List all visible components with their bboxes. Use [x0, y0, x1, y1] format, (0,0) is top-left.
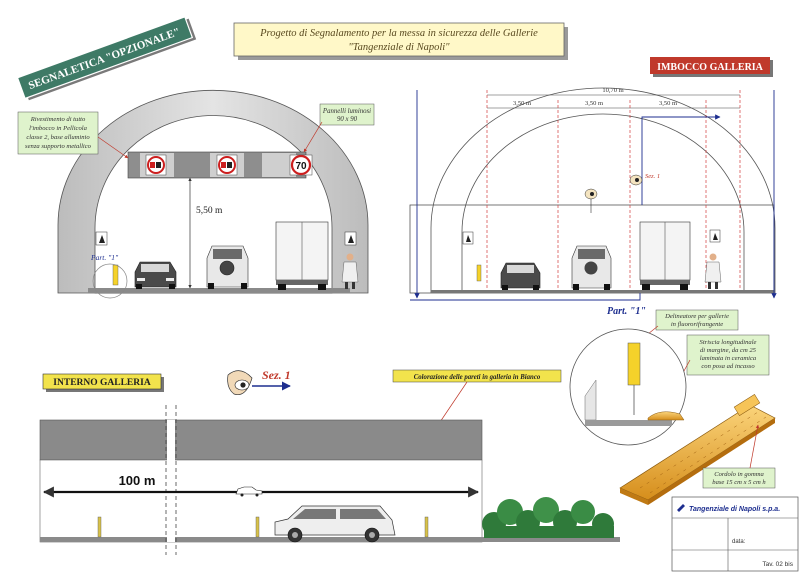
lane-1-label: 3,50 m — [513, 100, 531, 107]
curb-note-box: Cordolo in gomma base 15 cm x 5 cm h — [702, 467, 776, 489]
delineator-note-line-2: in fluororifrangente — [671, 321, 723, 328]
bottom-sez-label: Sez. 1 — [262, 368, 291, 382]
right-worker-figure — [704, 253, 722, 289]
lining-leader — [97, 136, 129, 159]
vegetation — [482, 497, 614, 538]
eye-symbol-2 — [629, 174, 643, 186]
wall-note-text: Colorazione delle pareti in galleria in … — [414, 374, 541, 381]
bottom-eye-symbol — [227, 370, 291, 395]
right-part-label: Part. "1" — [607, 306, 646, 317]
sheet-number: Tav. 02 bis — [762, 561, 793, 568]
right-truck — [639, 221, 691, 290]
no-overtaking-sign — [145, 154, 167, 176]
lining-note-box: Rivestimento di tutto l'imbocco in Pelli… — [17, 111, 99, 155]
distance-label: 100 m — [119, 473, 156, 488]
right-sez-label: Sez. 1 — [645, 173, 660, 180]
left-tunnel-section: 70 5,50 m Part. "1" — [17, 89, 375, 299]
right-wall-sign — [344, 231, 357, 246]
total-width-label: 10,70 m — [602, 87, 623, 94]
interior-banner: INTERNO GALLERIA — [42, 373, 164, 392]
panels-note-line-2: 90 x 90 — [337, 116, 358, 123]
stripe-note-box: Striscia longitudinale di margine, da cm… — [686, 334, 770, 376]
box-truck — [275, 221, 329, 290]
post-1 — [97, 516, 102, 538]
stripe-note-line-4: con posa ad incasso — [701, 363, 755, 370]
lane-2-label: 3,50 m — [585, 100, 603, 107]
stripe-note-line-2: di margine, da cm 25 — [700, 347, 757, 354]
post-2 — [255, 516, 260, 538]
lining-note-line-4: senza supporto metallico — [25, 143, 92, 150]
right-delineator-post — [476, 264, 482, 282]
company-logo-icon — [677, 504, 685, 512]
stripe-note-line-1: Striscia longitudinale — [700, 339, 757, 346]
no-truck-overtaking-sign — [216, 154, 238, 176]
interior-long-section: Sez. 1 Colorazione delle pareti in galle… — [39, 368, 620, 555]
small-car-icon — [235, 486, 263, 497]
eye-symbol-1 — [584, 188, 598, 213]
section-arrow — [641, 114, 721, 205]
right-section-right-sign — [709, 229, 721, 243]
delineator-note-box: Delineatore per gallerie in fluororifran… — [655, 309, 739, 331]
company-name: Tangenziale di Napoli s.p.a. — [689, 506, 780, 513]
worker-figure — [341, 253, 359, 289]
sedan-car — [134, 261, 177, 289]
right-sedan — [500, 262, 541, 290]
right-section-left-sign — [462, 231, 474, 245]
entrance-banner-text: IMBOCCO GALLERIA — [657, 62, 764, 73]
title-line-1: Progetto di Segnalamento per la messa in… — [259, 28, 538, 39]
title-block: Tangenziale di Napoli s.p.a. data: Tav. … — [671, 496, 799, 572]
panels-leader — [303, 121, 323, 153]
delineator-note-line-1: Delineatore per gallerie — [664, 313, 729, 320]
post-3 — [424, 516, 429, 538]
curb-perspective — [619, 394, 776, 505]
stripe-note-line-3: laminata in ceramica — [700, 355, 757, 362]
lining-note-line-3: classe 2, base alluminio — [26, 134, 90, 141]
speed-limit-sign: 70 — [289, 154, 313, 176]
title-box: Progetto di Segnalamento per la messa in… — [233, 22, 568, 60]
suv-vehicle — [206, 245, 249, 289]
panels-note-box: Pannelli luminosi 90 x 90 — [319, 103, 375, 126]
lining-note-line-1: Rivestimento di tutto — [30, 116, 86, 123]
lining-note-line-2: l'imbocco in Pellicola — [29, 125, 88, 132]
curb-detail-circle — [569, 328, 687, 446]
interior-banner-text: INTERNO GALLERIA — [53, 378, 151, 388]
lane-3-label: 3,50 m — [659, 100, 677, 107]
speed-limit-value: 70 — [295, 161, 307, 172]
delineator-post — [112, 264, 119, 286]
curb-note-line-1: Cordolo in gomma — [714, 471, 764, 478]
left-part-label: Part. "1" — [90, 253, 119, 262]
entrance-banner: IMBOCCO GALLERIA — [650, 57, 773, 77]
right-suv — [571, 245, 612, 290]
optional-banner-text: SEGNALETICA "OPZIONALE" — [27, 26, 182, 92]
detail-circle — [92, 263, 128, 299]
height-label: 5,50 m — [196, 206, 223, 216]
panels-note-line-1: Pannelli luminosi — [322, 108, 371, 115]
station-wagon — [274, 505, 396, 543]
right-tunnel-section: 10,70 m 3,50 m 3,50 m 3,50 m Part. "1" S… — [409, 87, 777, 505]
date-label: data: — [732, 539, 746, 545]
curb-note-line-2: base 15 cm x 5 cm h — [712, 479, 766, 486]
wall-color-note: Colorazione delle pareti in galleria in … — [392, 369, 562, 383]
optional-signage-banner: SEGNALETICA "OPZIONALE" — [16, 16, 197, 101]
left-wall-sign — [95, 231, 108, 246]
title-line-2: "Tangenziale di Napoli" — [348, 42, 450, 53]
